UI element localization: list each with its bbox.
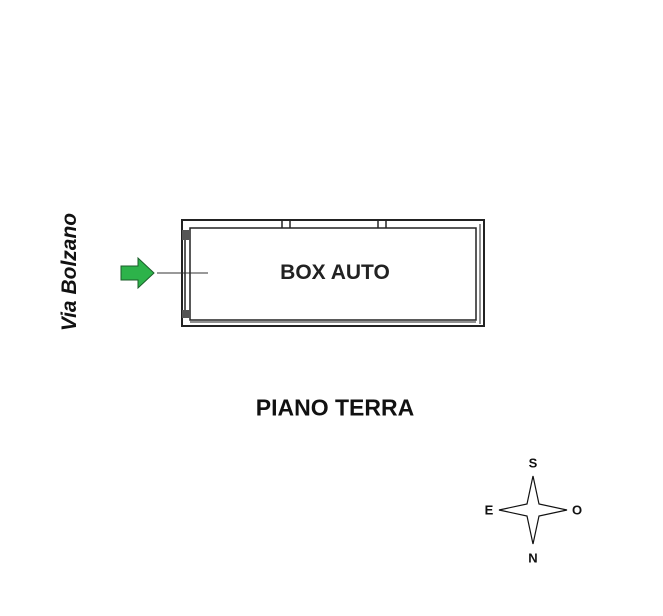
compass-west-label: O [571,502,583,518]
garage-inner-wall [189,227,477,321]
street-label: Via Bolzano [58,212,81,332]
compass-east-label: E [484,502,494,518]
garage-walls [181,219,485,327]
entrance-arrow-icon [120,256,155,290]
compass-south-label: S [528,455,538,471]
room-label: BOX AUTO [280,261,390,284]
compass-north-label: N [528,550,538,566]
floor-label: PIANO TERRA [255,394,415,421]
compass-rose-icon [498,475,568,545]
